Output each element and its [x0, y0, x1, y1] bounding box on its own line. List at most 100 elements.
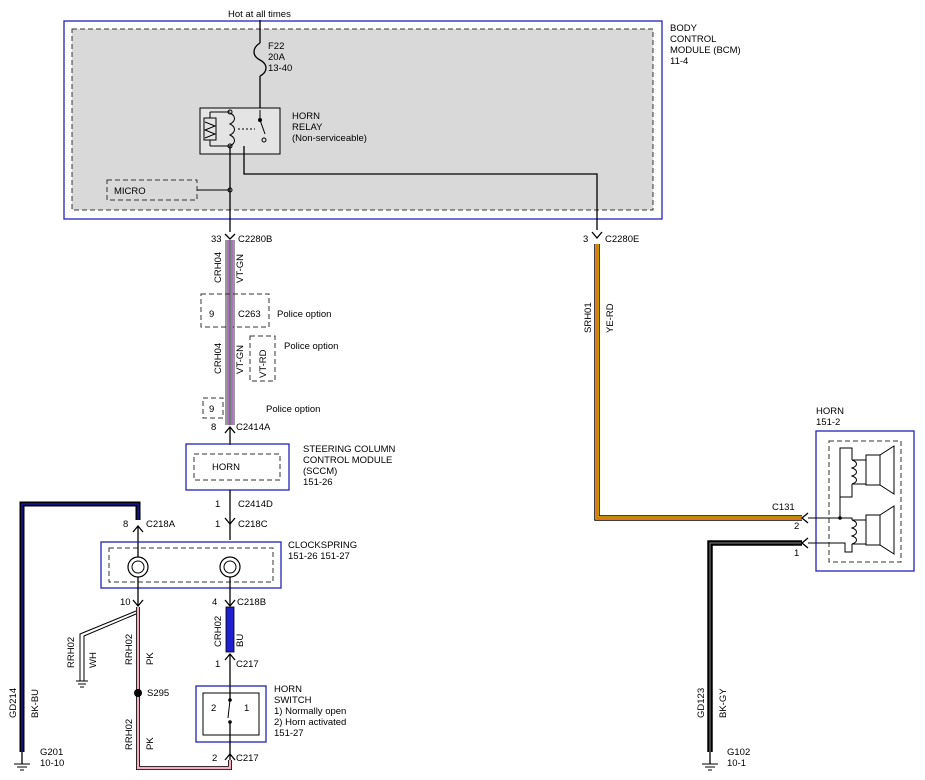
bu-label: BU: [235, 634, 246, 647]
c131-pin2: 2: [794, 521, 799, 532]
c218b-arrow-left: [132, 599, 144, 608]
c217-label: C217: [236, 659, 259, 670]
c2414a-label: C2414A: [236, 422, 271, 433]
c217b-pin: 2: [212, 753, 217, 764]
wire-vt-gn-1: CRH04 VT-GN: [213, 240, 246, 295]
rrh02-wh-label: RRH02: [66, 637, 77, 668]
clockspring-inner: [108, 547, 274, 583]
clockspring-module: CLOCKSPRING 151-26 151-27: [100, 540, 357, 606]
splice-label: S295: [147, 688, 169, 699]
horn-relay: HORN RELAY (Non-serviceable): [199, 107, 367, 155]
connector-c2414a: 9 Police option 8 C2414A: [202, 397, 320, 434]
c2414d-pin: 1: [215, 499, 220, 510]
c2280e-label: C2280E: [605, 234, 639, 245]
clockspring-title: CLOCKSPRING: [288, 540, 357, 551]
crh02-label: CRH02: [213, 616, 224, 647]
fuse-label: F22: [268, 41, 284, 52]
c2280b-label: C2280B: [238, 234, 272, 245]
horn-ref: 151-2: [816, 417, 840, 428]
fuse-symbol: [253, 42, 267, 77]
horn-switch-ref: 151-27: [274, 728, 304, 739]
bcm-module: BODY CONTROL MODULE (BCM) 11-4: [63, 20, 741, 220]
horn-switch-pin-right: 1: [244, 703, 249, 714]
horn-switch-outline: [195, 685, 267, 743]
c263-police-option: Police option: [277, 309, 331, 320]
c217b-label: C217: [236, 753, 259, 764]
sccm-horn-label: HORN: [212, 462, 240, 473]
sccm-title-4: 151-26: [303, 477, 333, 488]
sccm-title-1: STEERING COLUMN: [303, 444, 396, 455]
horn-title: HORN: [816, 406, 844, 417]
vt-rd-police-option: Police option: [284, 341, 338, 352]
bcm-title-3: MODULE (BCM): [670, 45, 741, 56]
clockspring-coil-left: [127, 556, 149, 578]
relay-box: [199, 107, 281, 155]
clockspring-outline: [100, 541, 282, 589]
bcm-title-2: CONTROL: [670, 34, 716, 45]
g102-ref: 10-1: [727, 758, 746, 769]
clockspring-refs: 151-26 151-27: [288, 551, 350, 562]
c218c-label: C218C: [238, 519, 268, 530]
c131-pin1: 1: [794, 548, 799, 559]
horn-switch-note-2: 2) Horn activated: [274, 717, 346, 728]
relay-switch: [259, 119, 266, 135]
fuse-ref: 13-40: [268, 63, 292, 74]
wire-gd123: GD123 BK-GY: [696, 540, 802, 752]
c218b-pin10: 10: [120, 597, 131, 608]
pk-label-1: PK: [145, 652, 156, 665]
vt-gn-label-2: VT-GN: [235, 345, 246, 374]
wh-label: WH: [88, 652, 99, 668]
c2414a-pin9: 9: [209, 404, 214, 415]
horn-switch-title-1: HORN: [274, 684, 302, 695]
horn-switch-pin-left: 2: [211, 703, 216, 714]
wire-srh01-ye-rd: SRH01 YE-RD: [583, 244, 802, 521]
bcm-title-1: BODY: [670, 23, 698, 34]
horn-switch-inner: [202, 692, 260, 736]
wire-gd214: GD214 BK-BU: [8, 501, 141, 752]
c2414a-pin: 8: [211, 422, 216, 433]
vt-rd-label: VT-RD: [258, 349, 269, 378]
srh01-label: SRH01: [583, 302, 594, 333]
ground-g201: G201 10-10: [14, 747, 64, 771]
fuse-amp: 20A: [268, 52, 286, 63]
bcm-outline: [63, 20, 663, 220]
wire-crh02-bu: CRH02 BU: [213, 606, 246, 653]
relay-coil: [228, 112, 235, 147]
c2414a-police-option: Police option: [266, 404, 320, 415]
connector-c263: 9 C263 Police option: [200, 293, 331, 328]
rrh02-label-1: RRH02: [124, 634, 135, 665]
c218c-pin: 1: [215, 519, 220, 530]
c217b-arrow: [224, 752, 236, 761]
g102-label: G102: [727, 747, 750, 758]
c218b-arrow-right: [224, 599, 236, 608]
c218c-arrow: [224, 517, 236, 526]
c263-option-box: [200, 293, 270, 328]
horn-switch-note-1: 1) Normally open: [274, 706, 346, 717]
sccm-title-3: (SCCM): [303, 466, 337, 477]
horn-speaker-lower: [879, 505, 895, 555]
gd214-label: GD214: [8, 688, 19, 718]
horn-switch-title-2: SWITCH: [274, 695, 312, 706]
ground-g102: G102 10-1: [702, 747, 750, 771]
gd123-label: GD123: [696, 688, 707, 718]
relay-output-wire: [243, 146, 598, 230]
c2280b-pin: 33: [211, 234, 222, 245]
horn-switch: 2 1 HORN SWITCH 1) Normally open 2) Horn…: [195, 684, 346, 743]
c2280e-pin: 3: [583, 234, 588, 245]
bk-bu-label: BK-BU: [30, 689, 41, 718]
vt-gn-label-1: VT-GN: [235, 254, 246, 283]
horn-inner: [828, 440, 902, 563]
sccm-outline: [185, 443, 290, 491]
c263-label: C263: [238, 309, 261, 320]
sccm-inner: [193, 453, 281, 481]
connector-c131: C131 2 1: [772, 502, 809, 559]
ye-rd-label: YE-RD: [605, 303, 616, 333]
c2414d-label: C2414D: [238, 499, 273, 510]
fuse-f22: F22 20A 13-40: [253, 20, 292, 110]
crh04-label-1: CRH04: [213, 252, 224, 283]
clockspring-coil-right: [219, 556, 241, 578]
wire-vt-gn-2: CRH04 VT-GN VT-RD Police option: [213, 295, 338, 425]
g201-ref: 10-10: [40, 758, 64, 769]
pk-label-2: PK: [145, 737, 156, 750]
